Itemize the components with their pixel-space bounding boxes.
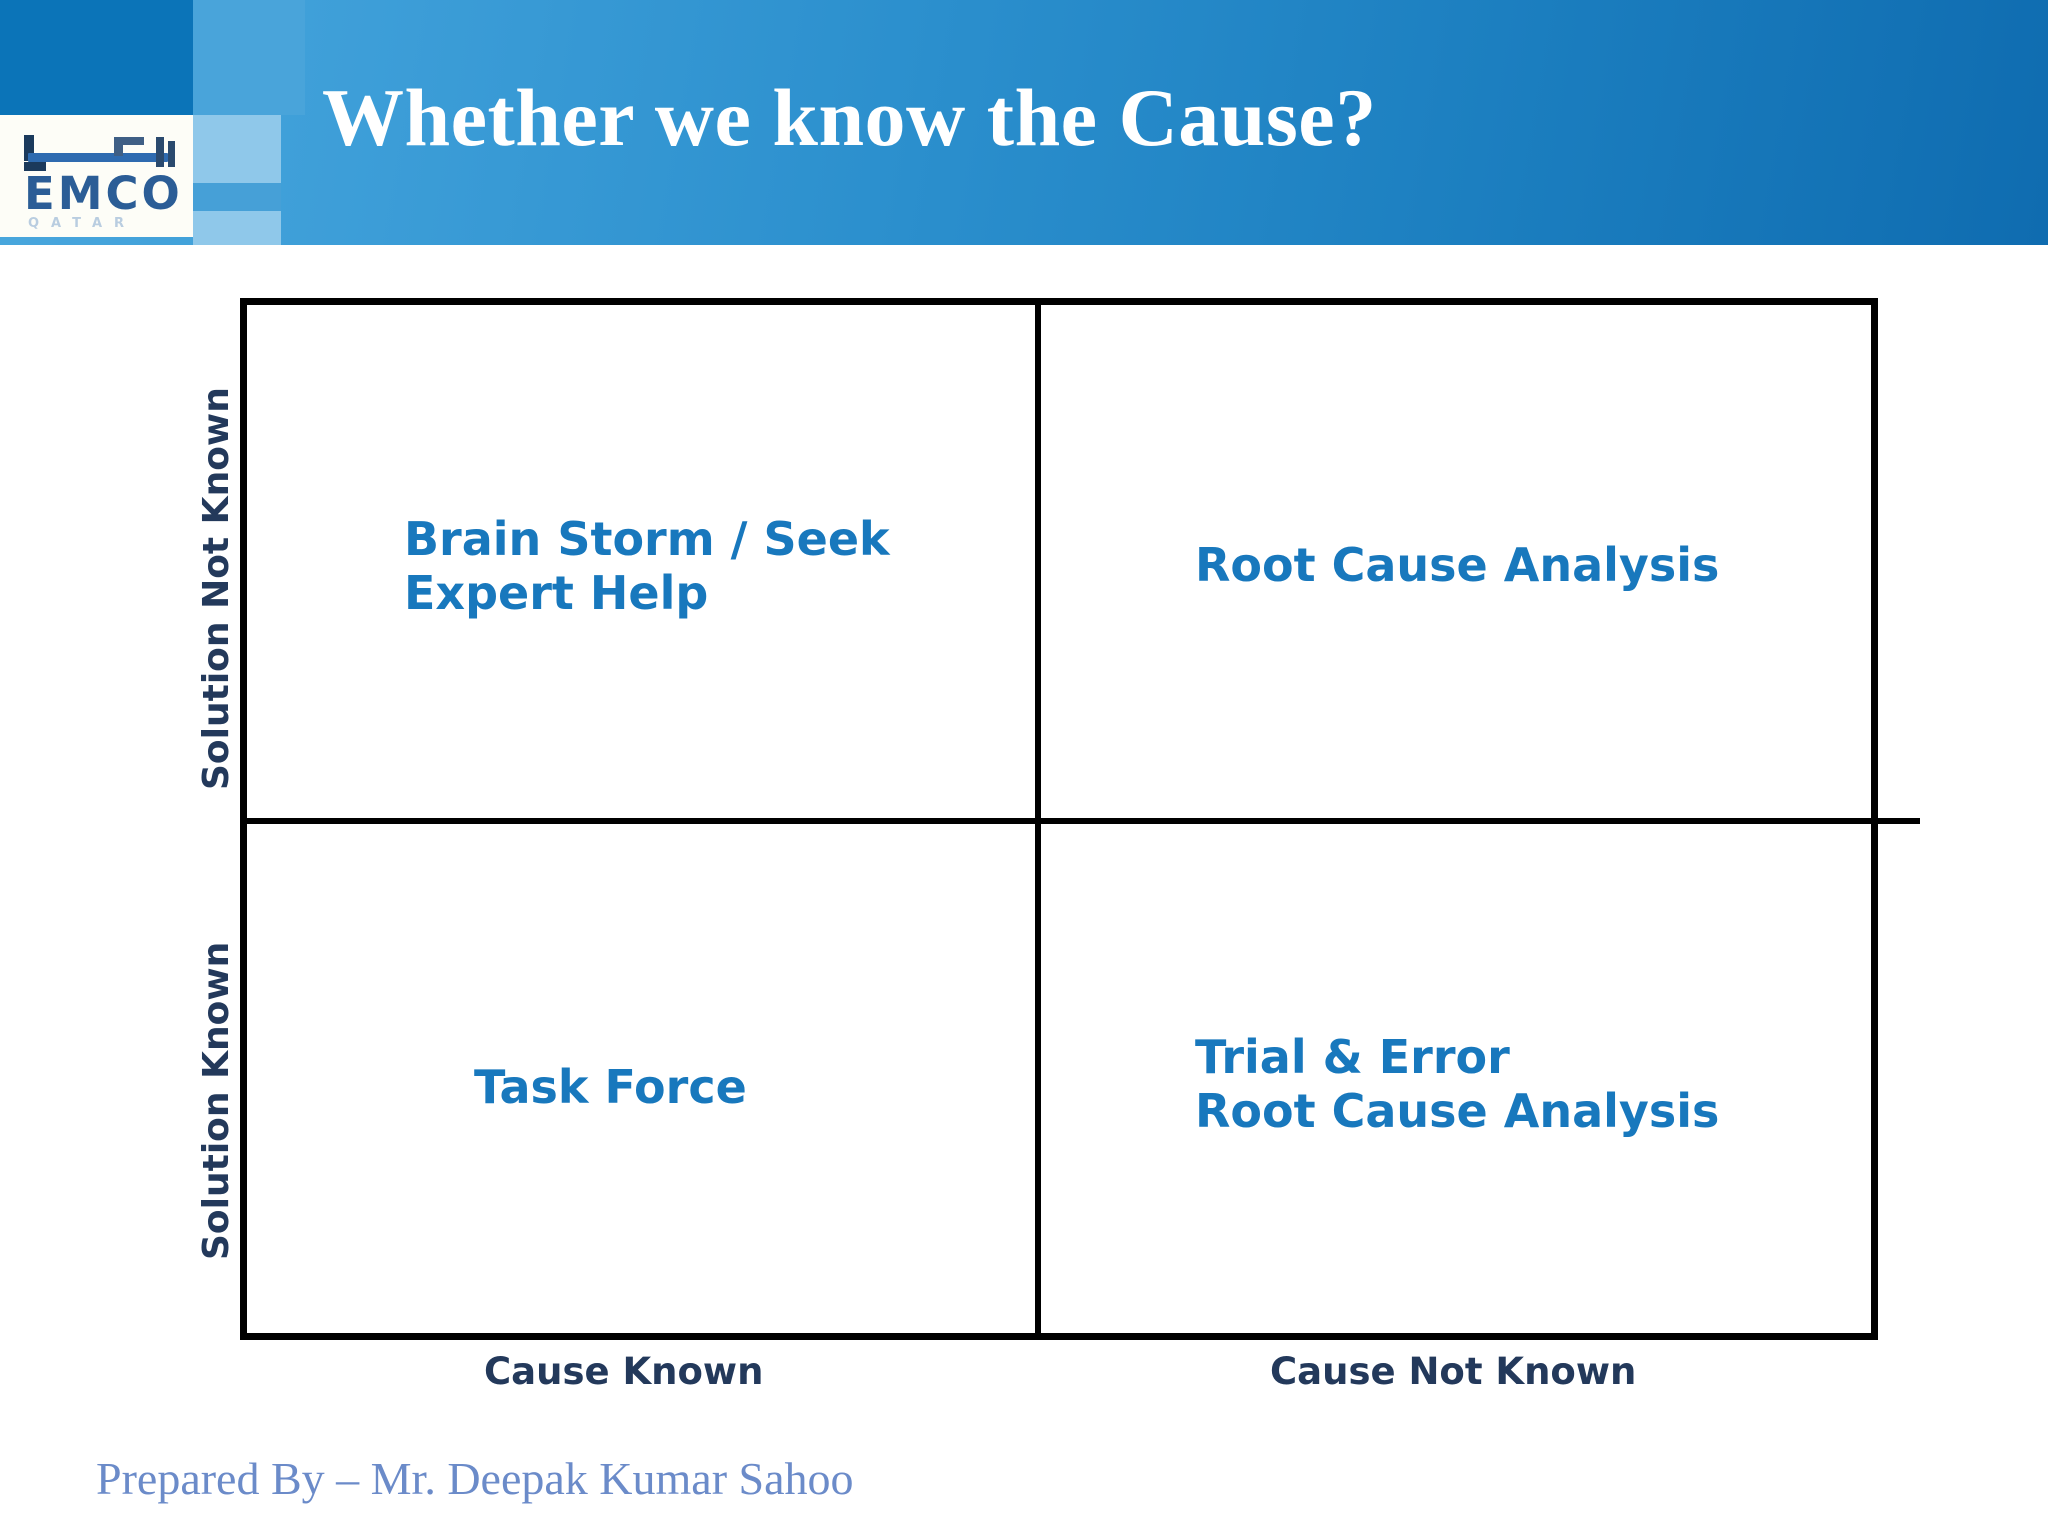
matrix-horizontal-divider (240, 818, 1920, 824)
logo-script-mark-icon (114, 145, 123, 156)
logo-script-mark-icon (24, 135, 34, 161)
matrix-cell-top-right: Root Cause Analysis (1195, 538, 1719, 592)
matrix-cell-line: Task Force (474, 1060, 747, 1114)
header-decor-square-3 (193, 183, 281, 211)
matrix-cell-line: Root Cause Analysis (1195, 1084, 1720, 1139)
logo-rule-icon (28, 153, 168, 162)
header-decor-square-5 (281, 0, 305, 115)
matrix-cell-bottom-right: Trial & Error Root Cause Analysis (1195, 1030, 1719, 1139)
header-decor-square-4 (193, 211, 281, 245)
matrix-cell-line: Expert Help (404, 566, 709, 621)
slide-header-banner: EMCO QATAR Whether we know the Cause? (0, 0, 2048, 245)
matrix-cell-line: Brain Storm / Seek (404, 512, 890, 566)
logo-wordmark: EMCO (24, 167, 183, 220)
logo-sub-wordmark: QATAR (28, 216, 137, 231)
logo-script-mark-icon (156, 137, 164, 167)
matrix-cell-line: Trial & Error (1195, 1030, 1510, 1084)
logo-script-mark-icon (114, 137, 144, 145)
y-axis-label-solution-not-known: Solution Not Known (196, 387, 237, 790)
header-decor-square-2 (193, 115, 281, 183)
prepared-by-credit: Prepared By – Mr. Deepak Kumar Sahoo (96, 1453, 854, 1504)
emco-qatar-logo: EMCO QATAR (0, 115, 193, 237)
x-axis-label-cause-not-known: Cause Not Known (1270, 1350, 1637, 1393)
header-decor-square-1 (193, 0, 281, 115)
y-axis-label-solution-known: Solution Known (196, 941, 237, 1260)
header-logo-backdrop (0, 0, 193, 115)
page-title: Whether we know the Cause? (322, 72, 1377, 163)
x-axis-label-cause-known: Cause Known (484, 1350, 764, 1393)
matrix-cell-bottom-left: Task Force (474, 1060, 747, 1114)
matrix-cell-line: Root Cause Analysis (1195, 538, 1720, 592)
logo-artwork: EMCO QATAR (10, 121, 186, 231)
logo-script-mark-icon (168, 141, 175, 167)
matrix-cell-top-left: Brain Storm / Seek Expert Help (404, 512, 890, 621)
logo-script-mark-icon (24, 162, 46, 171)
